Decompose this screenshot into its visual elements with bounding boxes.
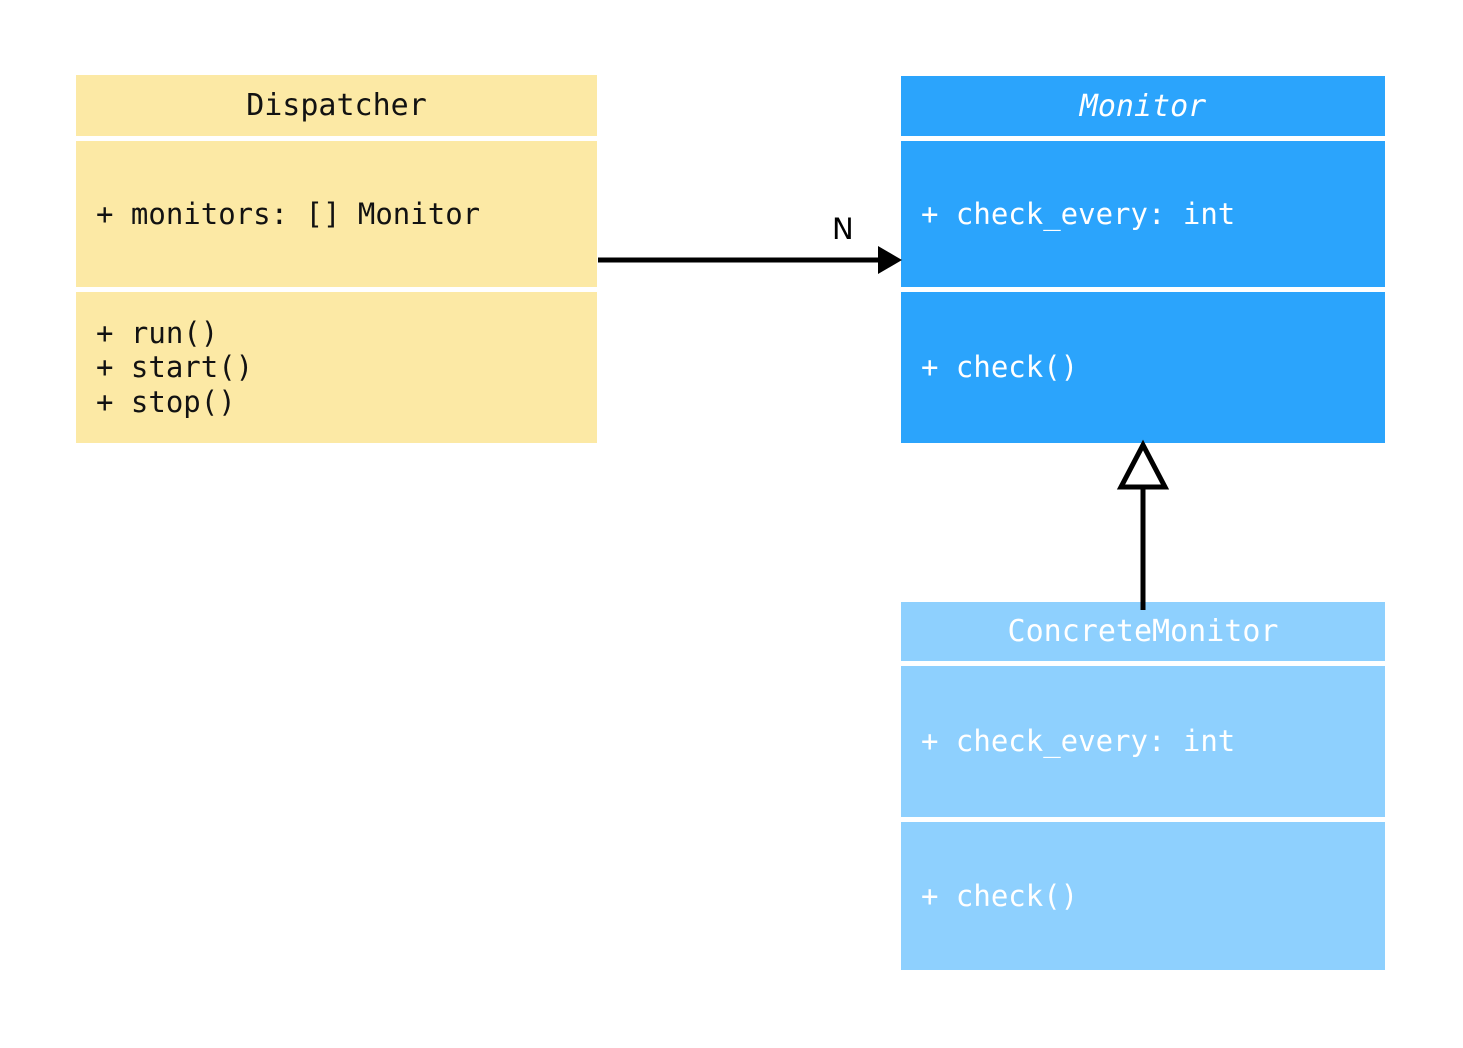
operation-item: + run() [96,316,219,351]
attribute-item: + monitors: [] Monitor [96,196,481,231]
association-dispatcher-to-monitor [598,246,902,274]
class-operations-concretemonitor: + check() [901,822,1385,970]
class-title-dispatcher: Dispatcher [76,75,597,136]
class-box-dispatcher[interactable]: Dispatcher + monitors: [] Monitor + run(… [76,75,597,443]
class-box-monitor[interactable]: Monitor + check_every: int + check() [901,76,1385,443]
hollow-triangle-arrowhead-icon [1116,439,1170,490]
filled-arrowhead-icon [878,246,902,274]
generalization-concretemonitor-to-monitor [1116,439,1170,610]
class-operations-monitor: + check() [901,292,1385,443]
class-box-concretemonitor[interactable]: ConcreteMonitor + check_every: int + che… [901,602,1385,970]
class-attributes-concretemonitor: + check_every: int [901,666,1385,817]
operation-item: + check() [921,350,1079,385]
class-attributes-monitor: + check_every: int [901,141,1385,287]
attribute-item: + check_every: int [921,724,1236,759]
operation-item: + start() [96,350,254,385]
association-multiplicity-label: N [832,212,854,246]
class-attributes-dispatcher: + monitors: [] Monitor [76,141,597,287]
class-operations-dispatcher: + run() + start() + stop() [76,292,597,443]
class-title-monitor: Monitor [901,76,1385,136]
attribute-item: + check_every: int [921,196,1236,231]
operation-item: + stop() [96,384,236,419]
class-title-concretemonitor: ConcreteMonitor [901,602,1385,661]
operation-item: + check() [921,878,1079,913]
